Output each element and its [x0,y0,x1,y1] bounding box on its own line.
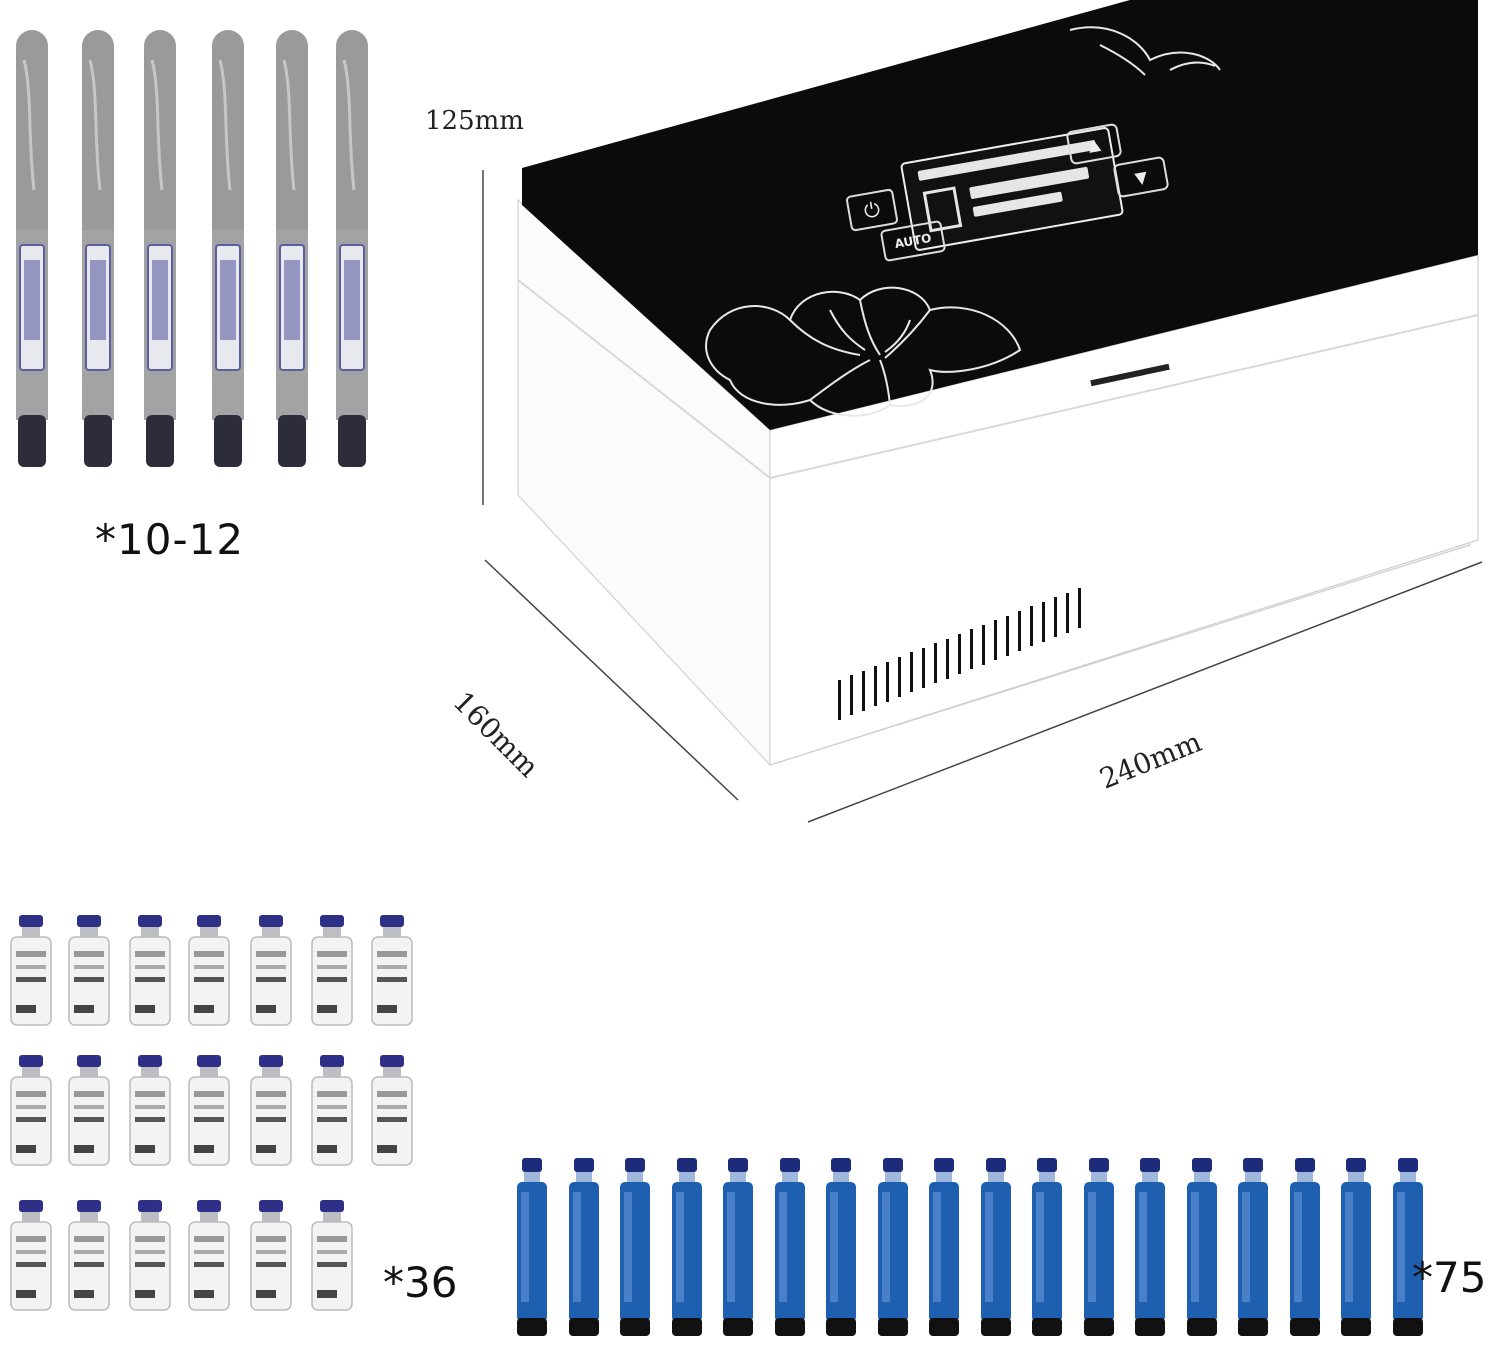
vent-slot [1006,615,1009,656]
vent-grille [838,585,1098,720]
insulin-vial [127,1055,173,1167]
flower-decoration [705,26,1221,417]
insulin-vial [8,1055,54,1167]
vent-slot [1042,601,1045,642]
vent-slot [874,666,877,707]
insulin-vial [248,1200,294,1312]
insulin-vial [66,915,112,1027]
vent-slot [898,657,901,697]
insulin-vial [8,915,54,1027]
insulin-cartridge [512,1158,552,1338]
depth-dimension-line [484,559,739,801]
insulin-vial [369,915,415,1027]
insulin-vial [369,1055,415,1167]
insulin-vial [186,915,232,1027]
insulin-cartridge [1130,1158,1170,1338]
insulin-cartridge [924,1158,964,1338]
insulin-pen [208,30,248,470]
width-dimension-line [807,561,1483,823]
insulin-cartridge [1285,1158,1325,1338]
insulin-cooler-box [482,0,1483,823]
insulin-cartridge [873,1158,913,1338]
box-right-face [769,254,1479,766]
insulin-pen [12,30,52,470]
insulin-vial [309,1055,355,1167]
vent-slot [850,675,853,716]
vent-slot [910,652,913,693]
insulin-cartridges-group [505,1158,1423,1340]
down-arrow-icon: ▼ [1133,166,1149,188]
insulin-cartridge [615,1158,655,1338]
insulin-cartridge [821,1158,861,1338]
insulin-vial [127,1200,173,1312]
insulin-vial [309,915,355,1027]
vent-slot [838,680,841,720]
insulin-vial [186,1200,232,1312]
lid-seam [517,279,1479,480]
up-arrow-icon: ▲ [1086,133,1102,155]
lid-handle-slot [1090,363,1170,387]
vent-slot [1078,588,1081,628]
insulin-vial [66,1200,112,1312]
cartridges-capacity-label: *75 [1412,1253,1487,1302]
vent-slot [1054,597,1057,638]
insulin-vial [309,1200,355,1312]
vent-slot [946,638,949,679]
insulin-vial [66,1055,112,1167]
pens-capacity-label: *10-12 [95,515,245,564]
insulin-pen [140,30,180,470]
insulin-pen [332,30,372,470]
insulin-cartridge [1079,1158,1119,1338]
vent-slot [862,670,865,711]
control-panel [900,127,1124,251]
insulin-cartridge [1027,1158,1067,1338]
insulin-cartridge [1233,1158,1273,1338]
insulin-cartridge [564,1158,604,1338]
auto-mode-label: AUTO [893,230,933,252]
insulin-pen [272,30,312,470]
insulin-cartridge [1182,1158,1222,1338]
power-icon: ⏻ [862,196,882,224]
insulin-cartridge [1388,1158,1428,1338]
vent-slot [958,634,961,674]
vent-slot [922,647,925,688]
vent-slot [934,643,937,684]
vent-slot [1030,606,1033,647]
insulin-cartridge [770,1158,810,1338]
vials-capacity-label: *36 [383,1258,458,1307]
insulin-pen [78,30,118,470]
insulin-vial [248,1055,294,1167]
vent-slot [1066,592,1069,633]
insulin-vials-group [0,915,420,1311]
insulin-cartridge [667,1158,707,1338]
insulin-pens-group [0,30,380,480]
insulin-cartridge [718,1158,758,1338]
insulin-vial [127,915,173,1027]
insulin-vial [8,1200,54,1312]
vent-slot [982,624,985,665]
insulin-cartridge [976,1158,1016,1338]
vent-slot [886,661,889,702]
vent-slot [1018,611,1021,651]
vent-slot [994,620,997,661]
insulin-vial [186,1055,232,1167]
vent-slot [970,629,973,670]
insulin-vial [248,915,294,1027]
height-dimension-label: 125mm [425,106,524,136]
insulin-cartridge [1336,1158,1376,1338]
